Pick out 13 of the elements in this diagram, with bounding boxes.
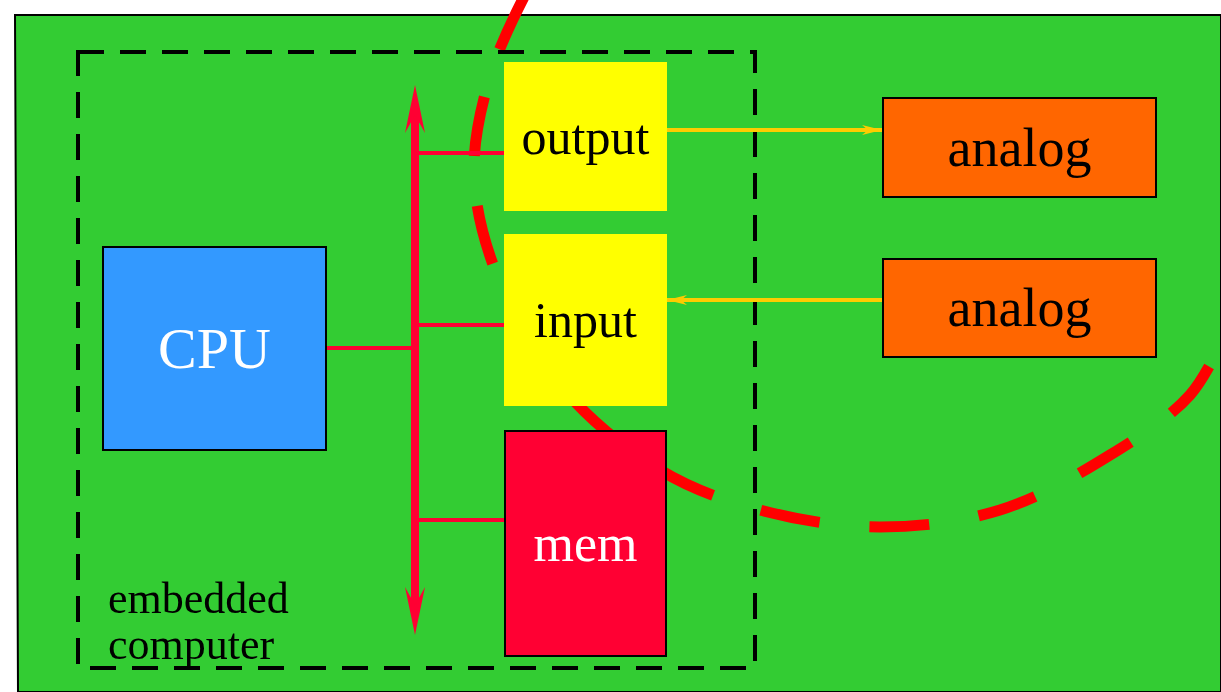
arrow: [667, 295, 882, 305]
connector-line: [419, 151, 504, 155]
arrow: [667, 125, 882, 135]
group-label: embedded computer: [108, 575, 290, 668]
process-box: output: [504, 62, 667, 211]
process-box: analog: [882, 258, 1157, 358]
process-box: mem: [504, 430, 667, 657]
process-box: input: [504, 234, 667, 406]
connector-line: [419, 518, 504, 522]
connector-line: [419, 323, 504, 327]
process-box: analog: [882, 97, 1157, 198]
connector-line: [327, 346, 411, 350]
process-box: CPU: [102, 246, 327, 451]
